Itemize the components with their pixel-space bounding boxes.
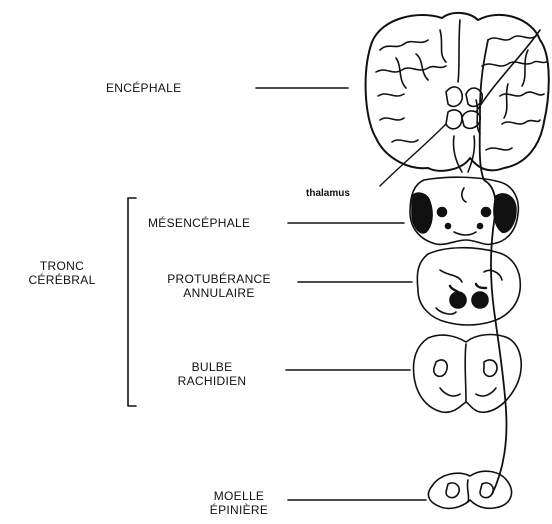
label-moelle-line1: MOELLE	[194, 489, 284, 503]
label-bulbe-line2: RACHIDIEN	[146, 374, 278, 388]
label-mesencephale: MÉSENCÉPHALE	[148, 216, 250, 230]
label-encephale: ENCÉPHALE	[106, 81, 181, 95]
pons-section	[417, 248, 520, 325]
tronc-bracket	[128, 198, 136, 406]
label-tronc-cerebral: TRONC CÉRÉBRAL	[14, 259, 110, 287]
mesencephalon-section	[410, 177, 518, 244]
label-tronc-line1: TRONC	[14, 259, 110, 273]
label-protuberance-line1: PROTUBÉRANCE	[144, 272, 294, 286]
label-moelle-line2: ÉPINIÈRE	[194, 503, 284, 517]
label-protuberance: PROTUBÉRANCE ANNULAIRE	[144, 272, 294, 300]
label-protuberance-line2: ANNULAIRE	[144, 286, 294, 300]
label-thalamus: thalamus	[306, 187, 350, 201]
label-bulbe-line1: BULBE	[146, 360, 278, 374]
label-moelle-epiniere: MOELLE ÉPINIÈRE	[194, 489, 284, 517]
brain-illustration	[366, 13, 549, 172]
label-tronc-line2: CÉRÉBRAL	[14, 273, 110, 287]
label-bulbe-rachidien: BULBE RACHIDIEN	[146, 360, 278, 388]
sensory-pathway-fiber	[480, 40, 507, 494]
